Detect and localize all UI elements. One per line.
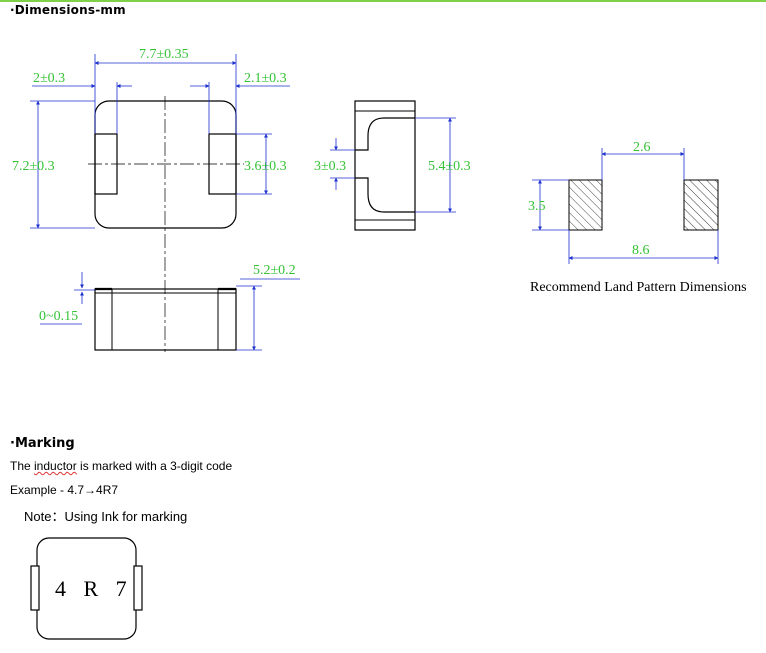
marking-example: Example - 4.7→4R7 xyxy=(10,483,119,497)
marking-note: Note：Using Ink for marking xyxy=(24,509,188,524)
marking-code: 4 R 7 xyxy=(55,576,133,601)
dim-land-pad-height: 3.5 xyxy=(528,199,546,214)
header-rule xyxy=(0,0,766,2)
front-view: 5.2±0.2 0~0.15 xyxy=(39,263,300,351)
top-view: 7.7±0.35 2±0.3 2.1±0.3 7.2±0.3 3.6±0.3 xyxy=(12,47,290,352)
marking-desc-prefix: The xyxy=(10,459,35,473)
side-view-body xyxy=(354,100,416,231)
marking-desc-suffix: is marked with a 3-digit code xyxy=(76,459,233,473)
dim-length: 7.7±0.35 xyxy=(139,47,189,62)
marking-left-terminal xyxy=(30,565,40,611)
side-view-terminal xyxy=(355,117,415,213)
front-view-body xyxy=(94,288,237,351)
marking-desc-word: inductor xyxy=(34,459,77,473)
land-pattern: 2.6 3.5 8.6 xyxy=(528,140,719,264)
land-pattern-caption: Recommend Land Pattern Dimensions xyxy=(530,280,747,295)
dim-land-gap: 2.6 xyxy=(633,140,651,155)
marking-description: The inductor is marked with a 3-digit co… xyxy=(10,459,232,473)
land-pad-left xyxy=(568,179,603,231)
section-title-marking: ·Marking xyxy=(10,436,75,451)
dim-right-terminal: 2.1±0.3 xyxy=(244,71,287,86)
dim-land-total: 8.6 xyxy=(632,243,650,258)
marking-sample: 4 R 7 xyxy=(30,537,143,640)
section-title-dimensions: ·Dimensions-mm xyxy=(10,3,126,17)
dim-front-height: 5.2±0.2 xyxy=(253,263,296,278)
marking-right-terminal xyxy=(133,565,143,611)
land-pad-right xyxy=(683,179,719,231)
dim-side-width: 5.4±0.3 xyxy=(428,159,471,174)
side-view: 3±0.3 5.4±0.3 xyxy=(314,100,471,231)
dim-left-terminal: 2±0.3 xyxy=(33,71,65,86)
dim-front-gap: 0~0.15 xyxy=(39,309,78,324)
dim-side-terminal: 3±0.3 xyxy=(314,159,346,174)
dim-height: 7.2±0.3 xyxy=(12,159,55,174)
top-view-body xyxy=(94,100,237,229)
dim-pad-height: 3.6±0.3 xyxy=(244,159,287,174)
